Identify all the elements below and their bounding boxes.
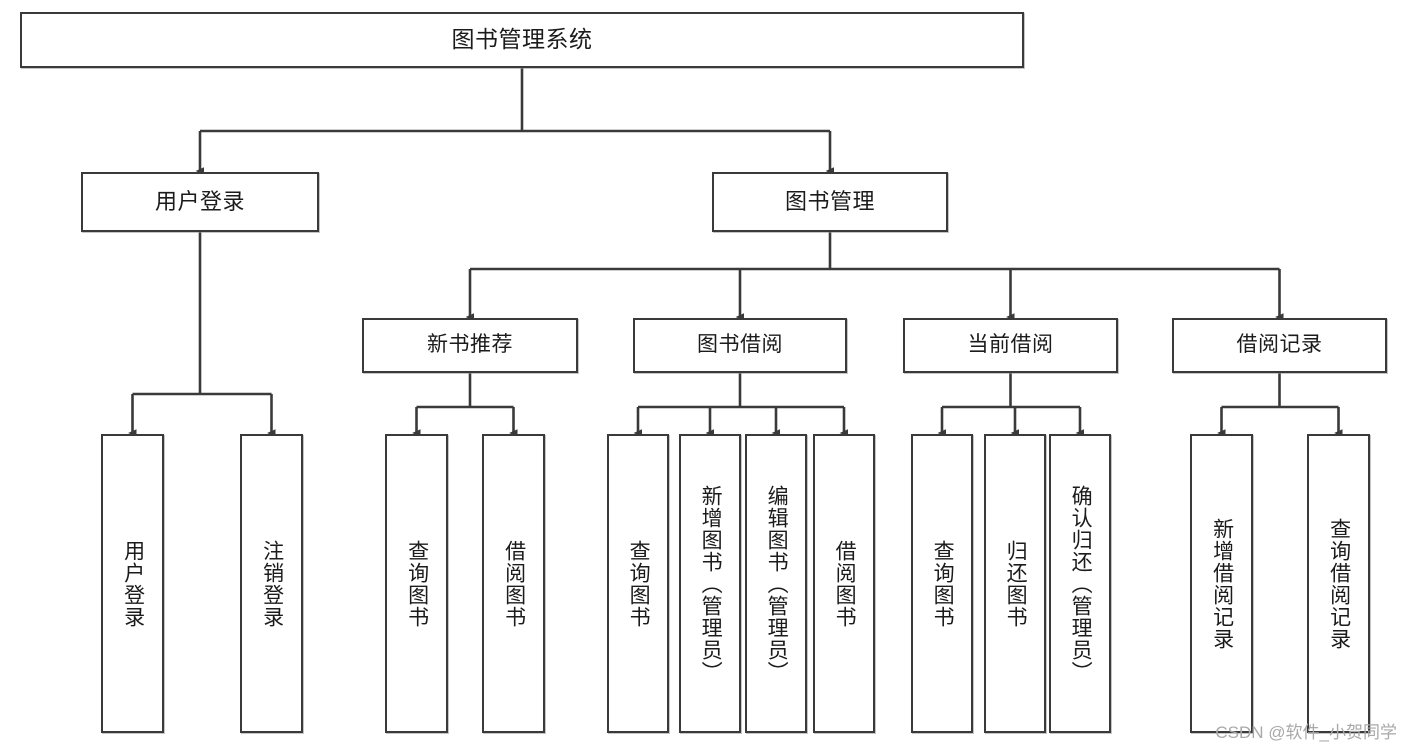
node-label: 图书管理系统 (451, 26, 593, 53)
node-label: 当前借阅 (967, 333, 1054, 357)
node-label: 新增图书（管理员） (699, 484, 723, 683)
node-label: 新书推荐 (427, 333, 513, 357)
node-label: 注销登录 (260, 539, 284, 628)
node-leaf-leaf-11[interactable]: 确认归还（管理员） (1049, 434, 1111, 733)
node-leaf-leaf-9[interactable]: 查询图书 (911, 434, 973, 733)
node-label: 用户登录 (121, 539, 145, 628)
edges-group (128, 68, 1343, 437)
node-leaf-leaf-8[interactable]: 借阅图书 (813, 434, 875, 733)
node-leaf-leaf-3[interactable]: 查询图书 (385, 434, 448, 733)
node-label: 用户登录 (154, 189, 245, 215)
node-label: 归还图书 (1004, 539, 1028, 628)
node-leaf-leaf-13[interactable]: 查询借阅记录 (1307, 434, 1370, 733)
node-leaf-leaf-7[interactable]: 编辑图书（管理员） (745, 434, 807, 733)
node-leaf-leaf-4[interactable]: 借阅图书 (482, 434, 545, 733)
node-level3-l3-1[interactable]: 新书推荐 (362, 318, 578, 373)
node-label: 查询图书 (627, 539, 651, 628)
node-label: 查询借阅记录 (1327, 517, 1351, 650)
node-level2-l2-2[interactable]: 图书管理 (712, 172, 948, 232)
node-label: 借阅图书 (833, 539, 857, 628)
node-label: 图书借阅 (697, 333, 783, 357)
node-leaf-leaf-6[interactable]: 新增图书（管理员） (679, 434, 741, 733)
node-label: 新增借阅记录 (1210, 517, 1234, 650)
node-label: 确认归还（管理员） (1069, 484, 1093, 683)
node-level2-l2-1[interactable]: 用户登录 (81, 172, 319, 232)
node-level3-l3-2[interactable]: 图书借阅 (633, 318, 847, 373)
node-level3-l3-3[interactable]: 当前借阅 (903, 318, 1118, 373)
node-leaf-leaf-2[interactable]: 注销登录 (240, 434, 303, 733)
node-leaf-leaf-10[interactable]: 归还图书 (984, 434, 1046, 733)
node-label: 图书管理 (784, 189, 875, 215)
node-label: 编辑图书（管理员） (765, 484, 789, 683)
node-level3-l3-4[interactable]: 借阅记录 (1172, 318, 1387, 373)
node-label: 查询图书 (931, 539, 955, 628)
node-root-root[interactable]: 图书管理系统 (20, 12, 1024, 68)
node-leaf-leaf-1[interactable]: 用户登录 (101, 434, 164, 733)
node-leaf-leaf-12[interactable]: 新增借阅记录 (1190, 434, 1253, 733)
node-label: 查询图书 (405, 539, 429, 628)
node-label: 借阅记录 (1236, 333, 1323, 357)
node-leaf-leaf-5[interactable]: 查询图书 (607, 434, 669, 733)
node-label: 借阅图书 (502, 539, 526, 628)
